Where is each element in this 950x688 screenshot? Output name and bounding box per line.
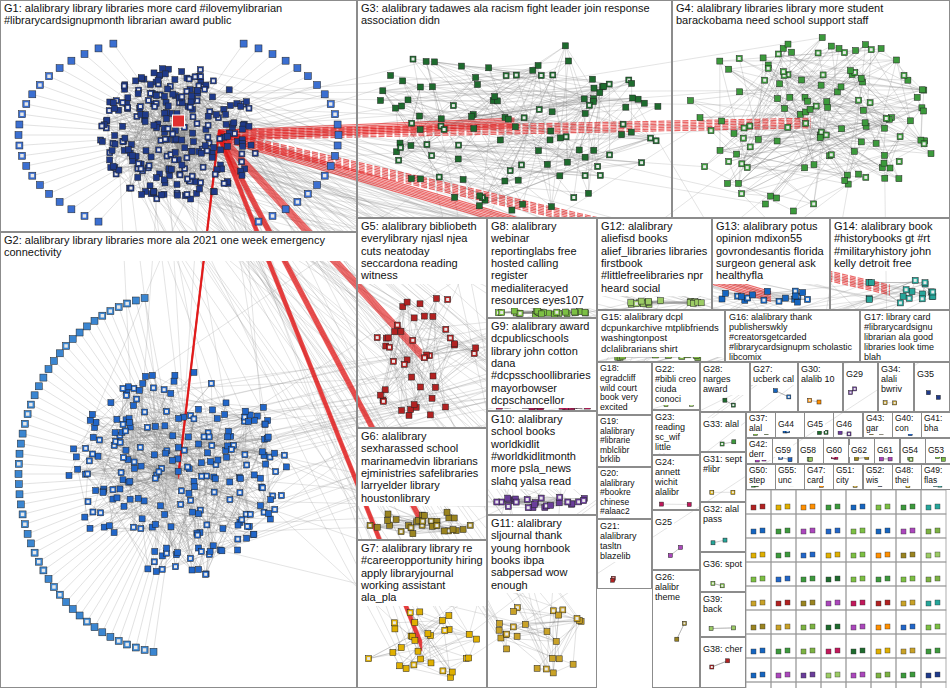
network-canvas: G1: alalibrary library libraries more ca… <box>0 0 950 688</box>
